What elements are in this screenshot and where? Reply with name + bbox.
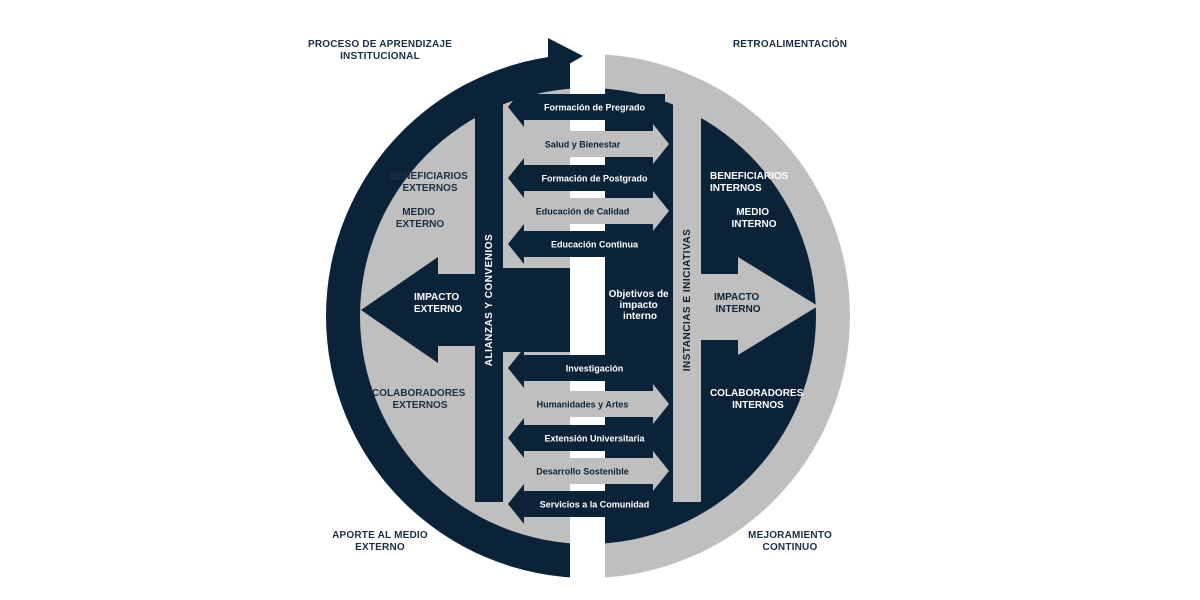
flow-arrow	[508, 484, 665, 524]
label-mejoramiento-continuo: MEJORAMIENTO CONTINUO	[748, 530, 832, 553]
label-proceso-aprendizaje: PROCESO DE APRENDIZAJE INSTITUCIONAL	[307, 39, 453, 62]
impacto-interno-label: IMPACTO INTERNO	[714, 292, 762, 315]
flow-arrow-label: Desarrollo Sostenible	[536, 467, 629, 477]
flow-arrow	[512, 384, 669, 424]
flow-arrow	[508, 348, 665, 388]
flow-arrow	[512, 124, 669, 164]
flow-arrow-label: Formación de Postgrado	[541, 174, 648, 184]
impacto-interno-arrow	[686, 257, 818, 355]
flow-arrow-label: Servicios a la Comunidad	[540, 500, 650, 510]
flow-arrow-label: Investigación	[566, 364, 624, 374]
instancias-iniciativas-bar	[673, 99, 701, 502]
flow-arrow	[512, 451, 669, 491]
flow-arrow-label: Educación Continua	[551, 240, 639, 250]
beneficiarios-externos-label: BENEFICIARIOS EXTERNOS	[389, 171, 470, 194]
impacto-externo-arrow	[361, 257, 488, 363]
flow-arrow	[508, 158, 665, 198]
medio-interno-label: MEDIO INTERNO	[732, 207, 777, 230]
label-retroalimentacion: RETROALIMENTACIÓN	[732, 39, 848, 50]
impacto-externo-label: IMPACTO EXTERNO	[414, 292, 463, 315]
alianzas-convenios-label: ALIANZAS Y CONVENIOS	[484, 234, 495, 366]
flow-arrow	[508, 224, 665, 264]
colaboradores-internos-label: COLABORADORES INTERNOS	[710, 388, 806, 411]
cycle-arrowhead	[548, 38, 583, 76]
flow-arrow-label: Extensión Universitaria	[544, 434, 645, 444]
flow-arrow-label: Salud y Bienestar	[545, 140, 621, 150]
instancias-iniciativas-label: INSTANCIAS E INICIATIVAS	[682, 229, 693, 372]
beneficiarios-internos-label: BENEFICIARIOS INTERNOS	[710, 171, 791, 194]
flow-arrow-label: Educación de Calidad	[536, 207, 630, 217]
alianzas-convenios-bar	[475, 99, 503, 502]
objetivos-impacto-interno-label: Objetivos de impacto interno	[609, 289, 672, 322]
medio-externo-label: MEDIO EXTERNO	[396, 207, 445, 230]
flow-arrow-label: Humanidades y Artes	[537, 400, 629, 410]
flow-arrow	[512, 191, 669, 231]
colaboradores-externos-label: COLABORADORES EXTERNOS	[372, 388, 468, 411]
flow-arrow	[508, 87, 665, 127]
flow-arrow-label: Formación de Pregrado	[544, 103, 646, 113]
flow-arrow	[508, 418, 665, 458]
label-aporte-medio-externo: APORTE AL MEDIO EXTERNO	[332, 530, 428, 553]
